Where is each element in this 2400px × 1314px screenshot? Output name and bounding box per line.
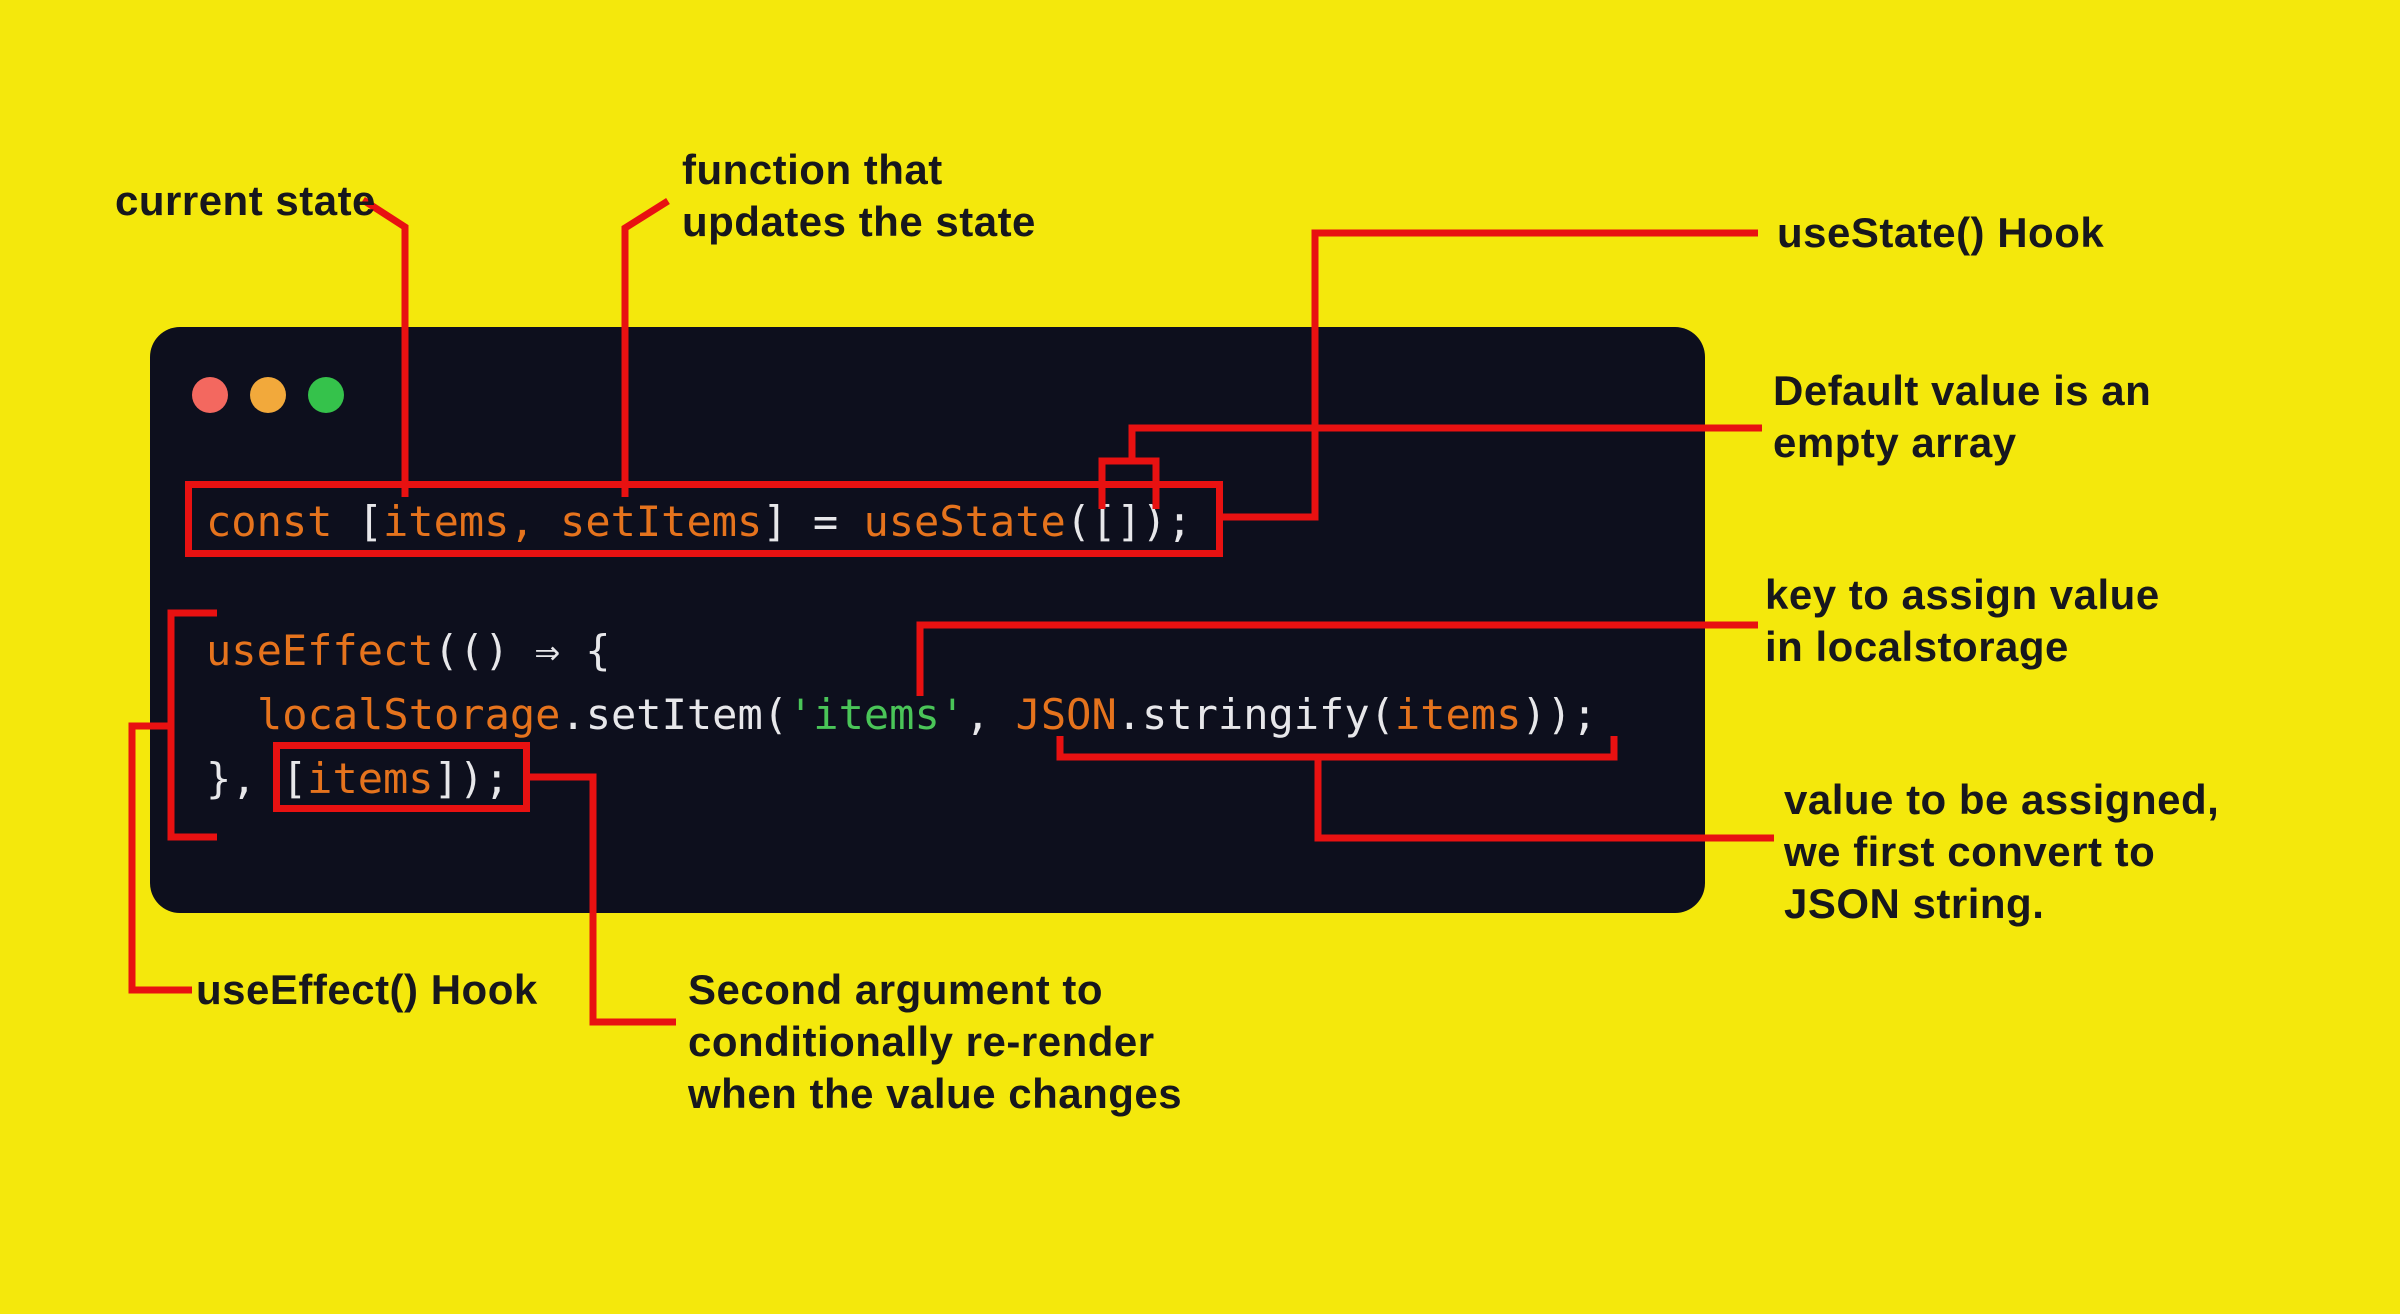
label-useeffect-hook: useEffect() Hook	[196, 966, 538, 1013]
code-line-localstorage: localStorage.setItem('items', JSON.strin…	[257, 690, 1598, 739]
label-default-value-line2: empty array	[1773, 419, 2017, 466]
highlight-box-usestate-line	[185, 481, 1223, 557]
label-current-state: current state	[115, 177, 376, 224]
label-default-value: Default value is an empty array	[1773, 365, 2151, 469]
label-second-argument-line2: conditionally re-render	[688, 1018, 1155, 1065]
label-stringified-value: value to be assigned, we first convert t…	[1784, 774, 2219, 930]
code-line-useeffect-open: useEffect(() ⇒ {	[206, 626, 611, 675]
label-updater-function: function that updates the state	[682, 144, 1036, 248]
label-default-value-line1: Default value is an	[1773, 367, 2152, 414]
minimize-button-icon	[250, 377, 286, 413]
label-stringified-value-line3: JSON string.	[1784, 880, 2045, 927]
window-controls	[192, 377, 344, 413]
label-storage-key: key to assign value in localstorage	[1765, 569, 2160, 673]
code-line-usestate: const [items, setItems] = useState([]);	[206, 497, 1193, 546]
label-stringified-value-line2: we first convert to	[1784, 828, 2156, 875]
label-updater-function-line1: function that	[682, 146, 943, 193]
label-second-argument-line3: when the value changes	[688, 1070, 1183, 1117]
label-storage-key-line2: in localstorage	[1765, 623, 2069, 670]
zoom-button-icon	[308, 377, 344, 413]
label-stringified-value-line1: value to be assigned,	[1784, 776, 2220, 823]
code-editor-window: const [items, setItems] = useState([]); …	[150, 327, 1705, 913]
label-updater-function-line2: updates the state	[682, 198, 1036, 245]
label-second-argument: Second argument to conditionally re-rend…	[688, 964, 1182, 1120]
highlight-box-dependency-array	[273, 742, 530, 812]
label-storage-key-line1: key to assign value	[1765, 571, 2160, 618]
code-line-deps-array: }, [items]);	[206, 754, 510, 803]
label-usestate-hook: useState() Hook	[1777, 209, 2105, 256]
label-second-argument-line1: Second argument to	[688, 966, 1104, 1013]
close-button-icon	[192, 377, 228, 413]
